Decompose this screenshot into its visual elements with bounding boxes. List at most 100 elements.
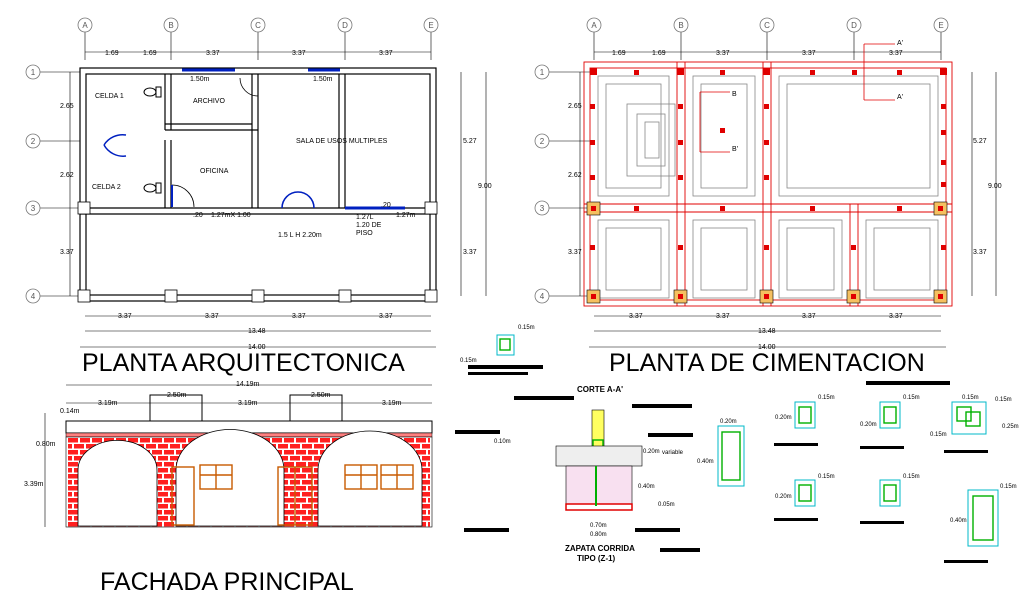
dim-top-2: 1.69	[143, 50, 157, 57]
det-g: 0.15m	[818, 474, 835, 480]
footing-type: TIPO (Z-1)	[577, 554, 616, 563]
det-j: 0.15m	[1000, 484, 1017, 490]
architectural-plan: A B C D E 1 2 3 4 1.69 1.69 3.37 3.37 3.…	[25, 17, 492, 377]
sec-d5: 0.40m	[638, 484, 655, 490]
room-oficina: OFICINA	[200, 168, 229, 175]
fdim-right-2: 3.37	[973, 249, 987, 256]
facade: 14.19m 3.19m 2.50m 3.19m 2.50m 3.19m 0.1…	[24, 381, 433, 596]
plan-columns	[77, 201, 438, 303]
dim-bottom-inner: 13.48	[248, 328, 266, 335]
facade-total: 14.19m	[236, 381, 260, 388]
room-celda1: CELDA 1	[95, 93, 124, 100]
cut-label-b2: B'	[732, 146, 738, 153]
facade-seg-5: 3.19m	[382, 400, 402, 407]
note-arch: 1.5 L H 2.20m	[278, 232, 322, 239]
facade-h1: 0.14m	[60, 408, 80, 415]
dim-bottom-outer: 14.00	[248, 344, 266, 351]
det-b: 0.20m	[775, 415, 792, 421]
dim-top-1: 1.69	[105, 50, 119, 57]
grid-label-a: A	[82, 21, 88, 30]
det-k: 0.25m	[1002, 424, 1019, 430]
sec-d2: 0.15m	[460, 358, 477, 364]
dim-right-total: 9.00	[478, 183, 492, 190]
grid-label-b: B	[168, 21, 173, 30]
det-l: 0.15m	[930, 432, 947, 438]
fdim-left-1: 2.65	[568, 103, 582, 110]
reinforcement-details: 0.15m 0.20m 0.15m 0.20m 0.15m 0.15m 0.25…	[774, 381, 1019, 563]
room-sala: SALA DE USOS MULTIPLES	[296, 138, 388, 145]
det-c: 0.15m	[903, 395, 920, 401]
note-d1: .20	[193, 212, 203, 219]
fdim-left-2: 2.62	[568, 172, 582, 179]
grid-label-4: 4	[31, 292, 36, 301]
fdim-top-4: 3.37	[802, 50, 816, 57]
title-plan: PLANTA ARQUITECTONICA	[82, 349, 405, 377]
grid-label-c: C	[255, 21, 261, 30]
fdim-top-3: 3.37	[716, 50, 730, 57]
facade-seg-1: 3.19m	[98, 400, 118, 407]
fgrid-label-2: 2	[540, 137, 545, 146]
dim-right-1: 5.27	[463, 138, 477, 145]
cut-label-a2: A'	[897, 94, 903, 101]
toilet-celda2	[143, 182, 162, 194]
dim-bottom-1: 3.37	[118, 313, 132, 320]
fdim-bottom-inner: 13.48	[758, 328, 776, 335]
grid-label-3: 3	[31, 204, 36, 213]
fdim-right-total: 9.00	[988, 183, 1002, 190]
fgrid-label-c: C	[764, 21, 770, 30]
fdim-top-2: 1.69	[652, 50, 666, 57]
det-d: 0.20m	[860, 422, 877, 428]
sec-d7: 0.70m	[590, 523, 607, 529]
foundation-anchors	[590, 68, 947, 250]
foundation-plan: A B C D E 1 2 3 4 1.69 1.69 3.37 3.37 3.…	[534, 17, 1002, 377]
dim-left-3: 3.37	[60, 249, 74, 256]
note-w4: 1.27m	[396, 212, 416, 219]
note-w2: 1.50m	[313, 76, 333, 83]
facade-h3: 3.39m	[24, 481, 44, 488]
room-celda2: CELDA 2	[92, 184, 121, 191]
note-w1: 1.50m	[190, 76, 210, 83]
note-piso3: PISO	[356, 230, 373, 237]
sec-d3: 0.10m	[494, 439, 511, 445]
det-h: 0.20m	[775, 494, 792, 500]
det-a: 0.15m	[818, 395, 835, 401]
fdim-bottom-2: 3.37	[716, 313, 730, 320]
grid-label-e: E	[428, 21, 433, 30]
fgrid-label-a: A	[591, 21, 597, 30]
fdim-bottom-outer: 14.00	[758, 344, 776, 351]
title-foundation: PLANTA DE CIMENTACION	[609, 349, 925, 377]
dim-top-5: 3.37	[379, 50, 393, 57]
dim-bottom-4: 3.37	[379, 313, 393, 320]
sec-variable: variable	[662, 450, 684, 456]
dim-left-1: 2.65	[60, 103, 74, 110]
dim-top-4: 3.37	[292, 50, 306, 57]
facade-seg-3: 3.19m	[238, 400, 258, 407]
grid-label-2: 2	[31, 137, 36, 146]
fgrid-label-d: D	[851, 21, 857, 30]
fgrid-label-3: 3	[540, 204, 545, 213]
fdim-bottom-1: 3.37	[629, 313, 643, 320]
dim-right-2: 3.37	[463, 249, 477, 256]
dim-left-2: 2.62	[60, 172, 74, 179]
fgrid-label-4: 4	[540, 292, 545, 301]
plan-grid-bubbles: A B C D E 1 2 3 4	[25, 17, 439, 304]
footing-title: ZAPATA CORRIDA	[565, 544, 635, 553]
sec-d8: 0.80m	[590, 532, 607, 538]
fdim-bottom-4: 3.37	[889, 313, 903, 320]
toilet-celda1	[143, 86, 162, 98]
note-piso1: 1.27L	[356, 214, 374, 221]
note-d1b: 1.27mX 1.00	[211, 212, 251, 219]
section-title: CORTE A-A'	[577, 385, 623, 394]
fdim-top-5: 3.37	[889, 50, 903, 57]
sec-d1: 0.15m	[518, 325, 535, 331]
section-detail: 0.15m 0.15m CORTE A-A' 0.10m 0.20m varia…	[455, 325, 745, 563]
room-archivo: ARCHIVO	[193, 98, 225, 105]
sec-d4: 0.20m	[643, 449, 660, 455]
fdim-bottom-3: 3.37	[802, 313, 816, 320]
plan-top-dimensions: 1.69 1.69 3.37 3.37 3.37	[85, 50, 431, 57]
fdim-right-1: 5.27	[973, 138, 987, 145]
foundation-column-pads	[586, 201, 948, 304]
det-i: 0.15m	[903, 474, 920, 480]
fgrid-label-1: 1	[540, 68, 545, 77]
